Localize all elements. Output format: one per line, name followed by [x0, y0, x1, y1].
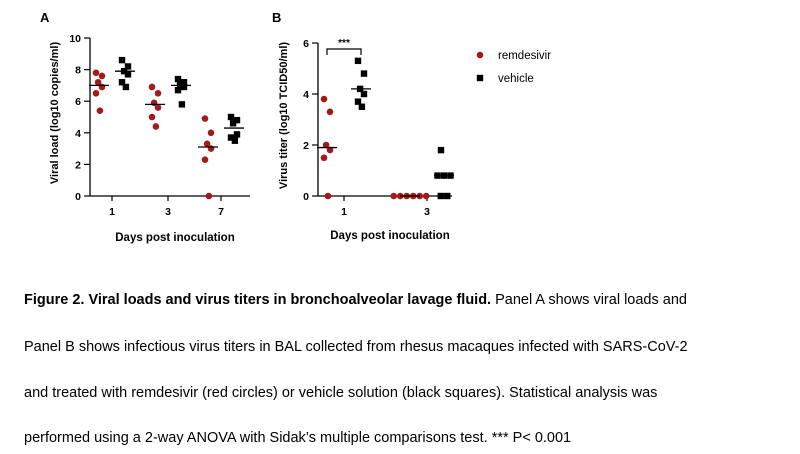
caption-line-1: Figure 2. Viral loads and virus titers i… — [24, 290, 784, 310]
panel-a-point-vehicle — [124, 63, 132, 70]
panel-a-point-remdesivir — [98, 72, 106, 80]
panel-a-point-vehicle — [227, 113, 235, 121]
panel-a-point-vehicle — [124, 71, 132, 78]
panel-a-y-tick-label: 6 — [75, 96, 81, 108]
panel-b-point-vehicle — [360, 70, 368, 77]
panel-a-point-remdesivir — [207, 145, 215, 152]
panel-b-letter: B — [272, 10, 281, 25]
panel-a-point-remdesivir — [92, 90, 100, 97]
panel-a-point-vehicle — [178, 101, 186, 108]
panel-b-y-tick-label: 0 — [303, 191, 309, 203]
panel-b-point-remdesivir — [326, 146, 334, 154]
panel-b-x-axis-title: Days post inoculation — [330, 230, 450, 242]
panel-a-point-remdesivir — [154, 90, 162, 97]
panel-b-significance-label: *** — [338, 38, 350, 49]
panel-a-x-axis-title: Days post inoculation — [115, 232, 235, 244]
panel-a-point-remdesivir — [94, 78, 102, 86]
panel-a-point-vehicle — [174, 75, 182, 83]
panel-a-point-vehicle — [180, 83, 188, 91]
panel-b-point-remdesivir — [320, 154, 328, 162]
panel-b-x-tick-label: 3 — [424, 206, 430, 218]
panel-a-point-remdesivir — [201, 156, 209, 163]
legend-label-remdesivir: remdesivir — [498, 50, 551, 62]
panel-b-point-vehicle — [354, 57, 362, 65]
panel-b-point-remdesivir — [390, 192, 398, 200]
panel-b-y-tick-label: 4 — [303, 89, 309, 101]
panel-a-point-vehicle — [233, 131, 241, 138]
panel-a-point-remdesivir — [203, 140, 211, 148]
panel-a-y-tick-label: 2 — [75, 159, 81, 171]
panel-a-point-vehicle — [227, 134, 235, 141]
panel-a-point-vehicle — [118, 79, 126, 86]
panel-b-point-vehicle — [360, 90, 368, 98]
panel-a-x-tick-label: 7 — [218, 206, 224, 218]
panel-a-y-tick-label: 0 — [75, 191, 81, 203]
panel-a-letter: A — [40, 10, 50, 25]
caption-line-3: and treated with remdesivir (red circles… — [24, 385, 658, 401]
panel-a-point-vehicle — [180, 79, 188, 86]
panel-b-point-vehicle — [444, 192, 451, 200]
panel-b-point-vehicle — [437, 146, 445, 154]
legend-label-vehicle: vehicle — [498, 73, 534, 85]
panel-a-point-vehicle — [233, 116, 241, 124]
panel-b-y-axis-title: Virus titer (log10 TCID50/ml) — [278, 42, 290, 189]
panel-a-point-remdesivir — [201, 115, 209, 122]
caption-title: Figure 2. Viral loads and virus titers i… — [24, 292, 492, 308]
panel-a-y-axis-title: Viral load (log10 copies/ml) — [49, 42, 61, 185]
panel-a-y-tick-label: 8 — [75, 65, 81, 77]
panel-a-point-remdesivir — [148, 113, 156, 121]
panel-b-y-tick-label: 2 — [303, 140, 309, 152]
panel-a-point-remdesivir — [98, 83, 106, 91]
panel-b-x-tick-label: 1 — [341, 206, 347, 218]
caption-line-2: Panel B shows infectious virus titers in… — [24, 339, 688, 355]
panel-a-point-vehicle — [122, 83, 130, 91]
panel-a-point-remdesivir — [154, 104, 162, 111]
panel-a-point-remdesivir — [207, 129, 215, 137]
panel-b-point-remdesivir — [422, 192, 430, 200]
panel-b-point-vehicle — [354, 98, 362, 105]
legend-marker-remdesivir — [476, 51, 484, 59]
legend-marker-vehicle — [476, 74, 484, 82]
panel-b-point-vehicle — [358, 103, 366, 110]
panel-a-x-tick-label: 1 — [109, 206, 115, 218]
panel-a-y-tick-label: 10 — [69, 33, 81, 45]
panel-b-point-remdesivir — [326, 108, 334, 116]
panel-b-point-remdesivir — [320, 95, 328, 103]
panel-a-point-remdesivir — [96, 107, 104, 114]
panel-b-y-tick-label: 6 — [303, 38, 309, 50]
panel-a-point-vehicle — [174, 86, 182, 94]
caption-line-4: performed using a 2-way ANOVA with Sidak… — [24, 430, 572, 446]
panel-b-point-remdesivir — [324, 192, 332, 200]
panel-b-point-vehicle — [437, 192, 444, 200]
panel-a-y-tick-label: 4 — [75, 128, 81, 140]
panel-a-point-vehicle — [118, 56, 126, 64]
panel-a-point-remdesivir — [205, 192, 213, 200]
panel-a-point-vehicle — [231, 137, 239, 144]
panel-a-point-remdesivir — [152, 123, 160, 130]
panel-a-point-remdesivir — [148, 83, 156, 91]
panel-a-x-tick-label: 3 — [165, 206, 171, 218]
panel-a-point-remdesivir — [92, 69, 100, 77]
panel-a-point-vehicle — [229, 120, 237, 127]
panel-b-point-remdesivir — [322, 141, 330, 149]
caption-line-1-rest: Panel A shows viral loads and — [491, 292, 687, 308]
panel-b-significance-bracket — [326, 48, 362, 55]
